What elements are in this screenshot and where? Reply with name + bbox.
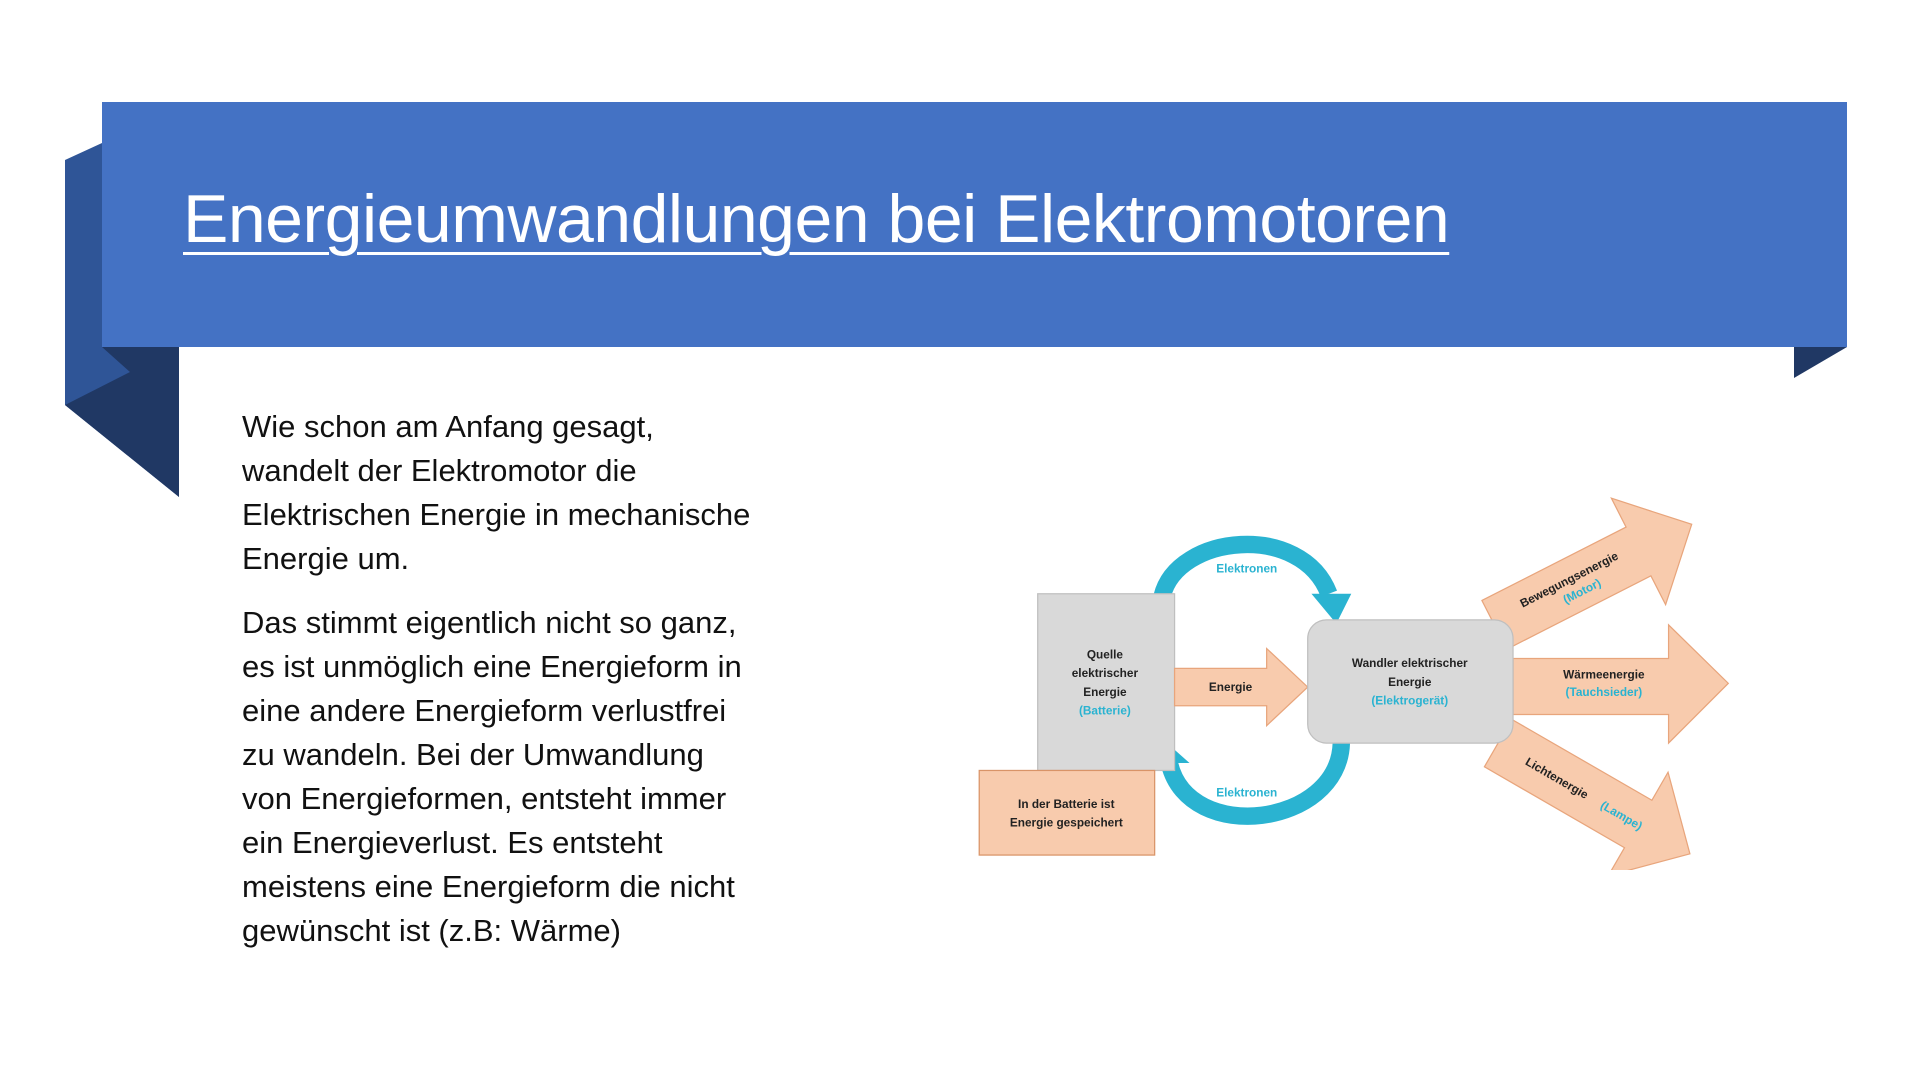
title-banner xyxy=(65,102,1847,497)
text-line: eine andere Energieform verlustfrei xyxy=(242,693,727,728)
text-line: Elektrischen Energie in mechanische xyxy=(242,497,751,532)
output-arrow-light-shape xyxy=(1483,718,1691,870)
source-example: (Batterie) xyxy=(1079,703,1131,717)
slide-title: Energieumwandlungen bei Elektromotoren xyxy=(183,181,1450,257)
electrons-top-label: Elektronen xyxy=(1216,562,1277,576)
output-arrow-heat xyxy=(1512,623,1730,745)
text-line: es ist unmöglich eine Energieform in xyxy=(242,649,742,684)
source-label: Energie xyxy=(1083,685,1127,699)
paragraph-2: Das stimmt eigentlich nicht so ganz, es … xyxy=(242,601,882,953)
text-line: wandelt der Elektromotor die xyxy=(242,453,637,488)
electron-arrow-top xyxy=(1153,535,1338,600)
output-example-heat: (Tauchsieder) xyxy=(1566,685,1643,699)
electrons-bottom-label: Elektronen xyxy=(1216,786,1277,800)
converter-example: (Elektrogerät) xyxy=(1371,694,1448,708)
paragraph-1: Wie schon am Anfang gesagt, wandelt der … xyxy=(242,405,882,581)
text-line: meistens eine Energieform die nicht xyxy=(242,869,735,904)
converter-box xyxy=(1307,619,1514,744)
text-line: Energie um. xyxy=(242,541,410,576)
banner-fold-dark xyxy=(65,347,179,497)
text-line: Wie schon am Anfang gesagt, xyxy=(242,409,654,444)
electron-arrow-bottom xyxy=(1161,742,1351,825)
text-line: ein Energieverlust. Es entsteht xyxy=(242,825,663,860)
body-text: Wie schon am Anfang gesagt, wandelt der … xyxy=(242,405,882,973)
converter-label: Wandler elektrischer xyxy=(1352,656,1468,670)
text-line: von Energieformen, entsteht immer xyxy=(242,781,727,816)
energy-arrow-label: Energie xyxy=(1209,680,1253,694)
energy-arrow xyxy=(1173,647,1309,728)
banner-fold-right xyxy=(1794,347,1847,378)
source-box xyxy=(1037,593,1176,772)
storage-label: In der Batterie ist xyxy=(1018,797,1115,811)
text-line: zu wandeln. Bei der Umwandlung xyxy=(242,737,704,772)
source-label: Quelle xyxy=(1087,647,1124,661)
output-arrow-light: Lichtenergie (Lampe) xyxy=(1483,718,1691,870)
electron-arrowhead-top xyxy=(1311,593,1352,624)
banner-main xyxy=(102,102,1847,347)
energy-conversion-diagram: Elektronen Elektronen Quelle elektrische… xyxy=(978,497,1730,870)
output-arrow-motion-shape xyxy=(1481,497,1693,651)
output-label-heat: Wärmeenergie xyxy=(1563,667,1645,681)
source-label: elektrischer xyxy=(1072,666,1139,680)
storage-label: Energie gespeichert xyxy=(1010,815,1123,829)
converter-label: Energie xyxy=(1388,675,1432,689)
text-line: gewünscht ist (z.B: Wärme) xyxy=(242,913,621,948)
storage-box xyxy=(978,769,1156,856)
text-line: Das stimmt eigentlich nicht so ganz, xyxy=(242,605,737,640)
